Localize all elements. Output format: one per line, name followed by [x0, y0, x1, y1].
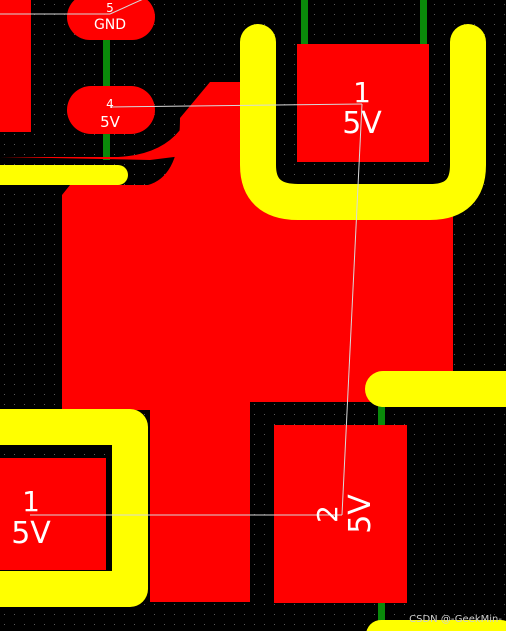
pad-top-small-1[interactable] — [67, 0, 155, 40]
trace-top-right-left — [301, 0, 308, 48]
pad-top-small-2[interactable] — [67, 86, 155, 134]
pad-number-label: 1 — [353, 76, 371, 109]
pad-net-label: 5V — [100, 113, 121, 131]
pad-bottom-left[interactable] — [0, 458, 106, 570]
pad-net-label: GND — [94, 17, 126, 33]
pad-net-label: 5V — [342, 106, 382, 141]
ratsnest-line-1 — [109, 103, 363, 108]
silkscreen-outline-bottom-left — [0, 409, 148, 607]
copper-neck — [0, 130, 190, 160]
trace-top-right-right — [420, 0, 427, 48]
pad-top-right[interactable] — [297, 44, 429, 162]
silkscreen-outline-top-right — [240, 24, 486, 220]
pad-bottom-right[interactable] — [274, 425, 407, 603]
pad-net-label: 5V — [11, 516, 51, 551]
trace-top-left-vertical — [103, 0, 110, 160]
trace-bottom-right — [378, 598, 385, 631]
ratsnest-line-2 — [341, 103, 363, 516]
pad-top-left-edge[interactable] — [0, 0, 31, 132]
pad-net-label: 5V — [343, 494, 378, 534]
pad-number-label: 2 — [311, 505, 344, 523]
watermark: CSDN @-GeekMin- — [409, 614, 502, 625]
pad-number-label: 1 — [22, 485, 40, 518]
trace-right-short — [378, 400, 385, 428]
pad-number-label: 5 — [106, 1, 114, 15]
silkscreen-corner-bottom-right — [366, 620, 506, 631]
ratsnest-line-5 — [109, 0, 143, 15]
pad-number-label: 4 — [106, 97, 114, 111]
